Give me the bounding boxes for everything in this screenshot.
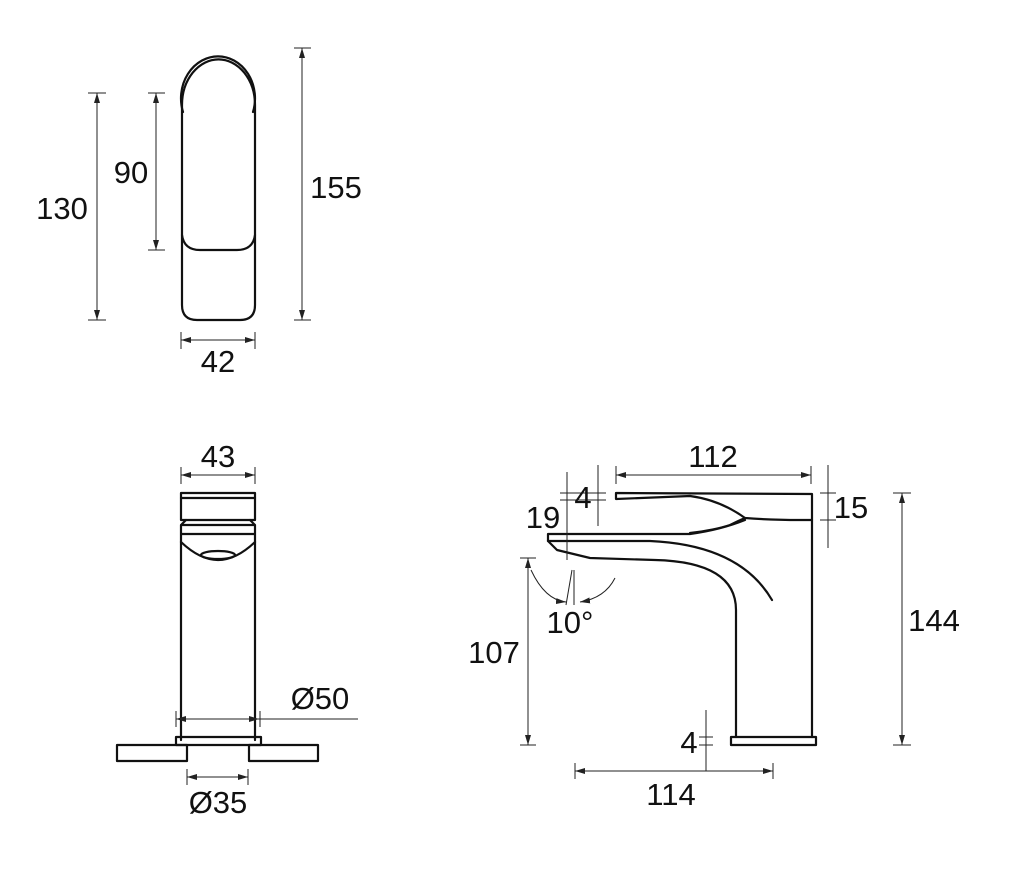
side-base-plate — [729, 735, 818, 747]
dim-label: 155 — [310, 170, 362, 205]
angle-arc-right — [579, 577, 616, 604]
front-view: 43 Ø50 Ø35 — [115, 439, 358, 820]
dim-label: 43 — [201, 439, 235, 474]
dim-label: 4 — [680, 725, 697, 760]
counter-left — [115, 743, 189, 763]
dim-label: 144 — [908, 603, 960, 638]
dim-label: Ø50 — [291, 681, 350, 716]
side-spout — [546, 518, 774, 602]
dim-label: 107 — [468, 635, 520, 670]
dim-label: 42 — [201, 344, 235, 379]
angle-arc-left — [530, 569, 567, 605]
dim-label: 4 — [574, 480, 591, 515]
dim-label: 130 — [36, 191, 88, 226]
dim-label: 112 — [688, 439, 737, 474]
front-base-plate — [174, 735, 263, 747]
outlet-aerator — [199, 549, 237, 561]
dim-label: 10° — [547, 605, 594, 640]
counter-right — [247, 743, 320, 763]
top-view-outline — [179, 55, 257, 114]
top-view-handle — [180, 58, 257, 322]
top-view: 130 90 155 42 — [36, 47, 362, 379]
dim-label: 114 — [646, 777, 695, 812]
top-view-handle-edge — [180, 233, 257, 252]
dim-label: 19 — [526, 500, 560, 535]
front-handle — [179, 491, 257, 522]
side-view: 112 4 19 15 144 107 10° 4 114 — [468, 439, 960, 812]
dim-label: Ø35 — [189, 785, 248, 820]
dim-label: 15 — [834, 490, 868, 525]
side-lever — [614, 491, 814, 522]
dim-label: 90 — [114, 155, 148, 190]
